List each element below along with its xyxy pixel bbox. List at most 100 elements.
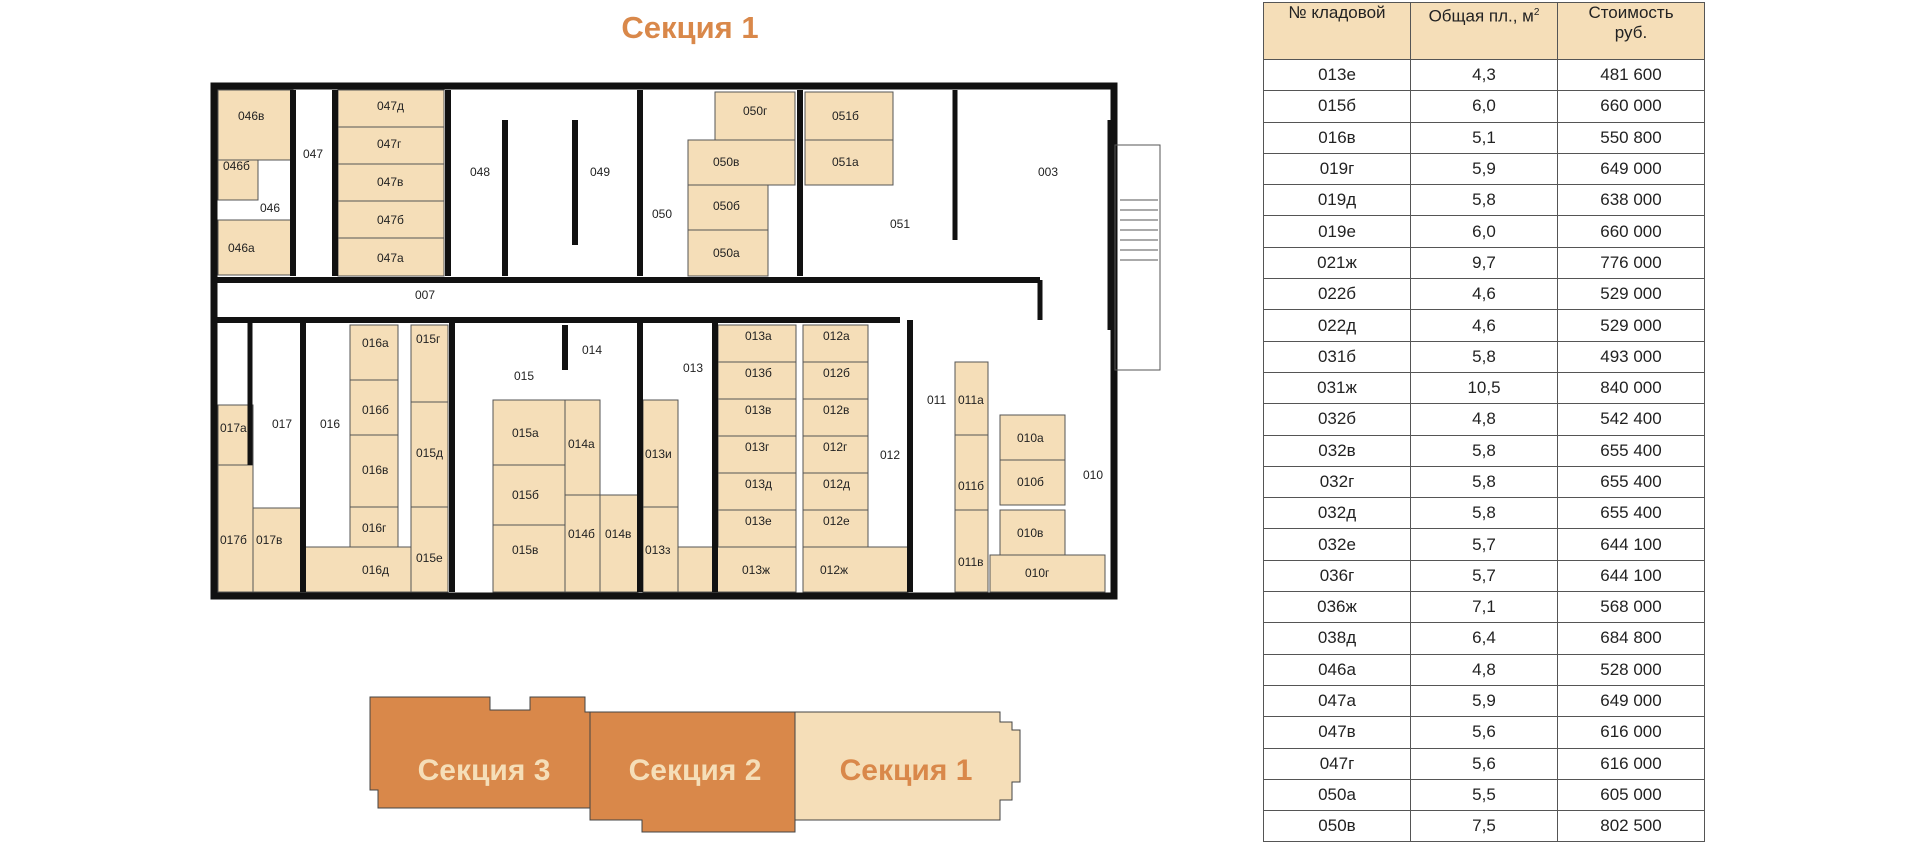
section-3-label: Секция 3 xyxy=(418,754,551,787)
room-label: 016в xyxy=(362,463,388,477)
room-label: 014а xyxy=(568,437,595,451)
room-label: 016г xyxy=(362,521,387,535)
cell-area: 5,1 xyxy=(1410,121,1558,154)
cell-area: 5,7 xyxy=(1410,559,1558,593)
stair xyxy=(1114,144,1161,371)
cell-area: 7,5 xyxy=(1410,810,1558,843)
cell-number: 019е xyxy=(1263,215,1411,248)
cell-number: 015б xyxy=(1263,90,1411,123)
cell-number: 032е xyxy=(1263,528,1411,561)
room-label: 012б xyxy=(823,366,850,380)
cell-number: 022д xyxy=(1263,309,1411,342)
room-label: 017в xyxy=(256,533,282,547)
room-label: 015г xyxy=(416,332,441,346)
cell-area: 4,3 xyxy=(1410,58,1558,92)
cell-area: 5,8 xyxy=(1410,434,1558,467)
room-label: 012 xyxy=(880,448,900,462)
cell-area: 4,6 xyxy=(1410,278,1558,311)
cell-number: 038д xyxy=(1263,622,1411,655)
cell-number: 016в xyxy=(1263,121,1411,154)
room-label: 015б xyxy=(512,488,539,502)
cell-price: 542 400 xyxy=(1557,403,1705,436)
room-label: 013 xyxy=(683,361,703,375)
room-label: 016 xyxy=(320,417,340,431)
plan-title: Секция 1 xyxy=(621,10,759,45)
cell-price: 684 800 xyxy=(1557,622,1705,655)
cell-price: 802 500 xyxy=(1557,810,1705,843)
cell-number: 050а xyxy=(1263,778,1411,812)
cell-area: 5,6 xyxy=(1410,716,1558,749)
room-label: 047а xyxy=(377,251,404,265)
room-labels-bottom: 017а 017 017б 017в 016 016а 016б 016в 01… xyxy=(220,329,1103,580)
cell-number: 036ж xyxy=(1263,591,1411,624)
room-label: 013г xyxy=(745,440,770,454)
room-label: 014 xyxy=(582,343,602,357)
cell-price: 550 800 xyxy=(1557,121,1705,154)
cell-area: 5,8 xyxy=(1410,184,1558,217)
room-label: 046в xyxy=(238,109,264,123)
cell-price: 644 100 xyxy=(1557,559,1705,593)
room-label: 011б xyxy=(958,479,984,493)
cell-number: 047г xyxy=(1263,747,1411,780)
room-label: 011 xyxy=(927,393,946,407)
room-label: 012а xyxy=(823,329,850,343)
cell-price: 649 000 xyxy=(1557,684,1705,718)
cell-price: 655 400 xyxy=(1557,434,1705,467)
cell-price: 605 000 xyxy=(1557,778,1705,812)
cell-area: 6,0 xyxy=(1410,90,1558,123)
room-label: 014в xyxy=(605,527,631,541)
section-1-label: Секция 1 xyxy=(840,754,973,787)
room-label: 012д xyxy=(823,477,850,491)
cell-number: 046а xyxy=(1263,653,1411,686)
cell-area: 9,7 xyxy=(1410,246,1558,280)
cell-area: 4,8 xyxy=(1410,653,1558,686)
section-2-label: Секция 2 xyxy=(629,754,762,787)
room-label: 015е xyxy=(416,551,443,565)
room-label: 011а xyxy=(958,393,984,407)
room-label: 050в xyxy=(713,155,739,169)
header-area: Общая пл., м2 xyxy=(1410,2,1558,60)
cell-area: 10,5 xyxy=(1410,371,1558,405)
cell-price: 644 100 xyxy=(1557,528,1705,561)
room-label: 013в xyxy=(745,403,771,417)
cell-number: 021ж xyxy=(1263,246,1411,280)
cell-area: 5,5 xyxy=(1410,778,1558,812)
room-label: 015а xyxy=(512,426,539,440)
room-label: 015 xyxy=(514,369,534,383)
cell-number: 036г xyxy=(1263,559,1411,593)
room-label: 047 xyxy=(303,147,323,161)
room-label: 051а xyxy=(832,155,859,169)
room-label: 010 xyxy=(1083,468,1103,482)
cell-price: 660 000 xyxy=(1557,90,1705,123)
room-label: 051б xyxy=(832,109,859,123)
room-label: 011в xyxy=(958,555,984,569)
room-label: 017б xyxy=(220,533,247,547)
cell-area: 6,4 xyxy=(1410,622,1558,655)
cell-number: 032д xyxy=(1263,497,1411,530)
room-label: 046а xyxy=(228,241,255,255)
room-label: 013б xyxy=(745,366,772,380)
room-label: 013ж xyxy=(742,563,770,577)
cell-price: 776 000 xyxy=(1557,246,1705,280)
cell-number: 032г xyxy=(1263,465,1411,499)
room-labels-top: 046в 046б 046 046а 047 047д 047г 047в 04… xyxy=(223,99,1058,302)
section-keyplan: Секция 3 Секция 2 Секция 1 xyxy=(369,696,1021,833)
room-label: 015д xyxy=(416,446,443,460)
room-label: 010г xyxy=(1025,566,1050,580)
room-label: 012ж xyxy=(820,563,848,577)
cell-number: 032б xyxy=(1263,403,1411,436)
cell-price: 638 000 xyxy=(1557,184,1705,217)
room-label: 017 xyxy=(272,417,292,431)
room-label: 049 xyxy=(590,165,610,179)
cell-area: 5,7 xyxy=(1410,528,1558,561)
room-label: 007 xyxy=(415,288,435,302)
